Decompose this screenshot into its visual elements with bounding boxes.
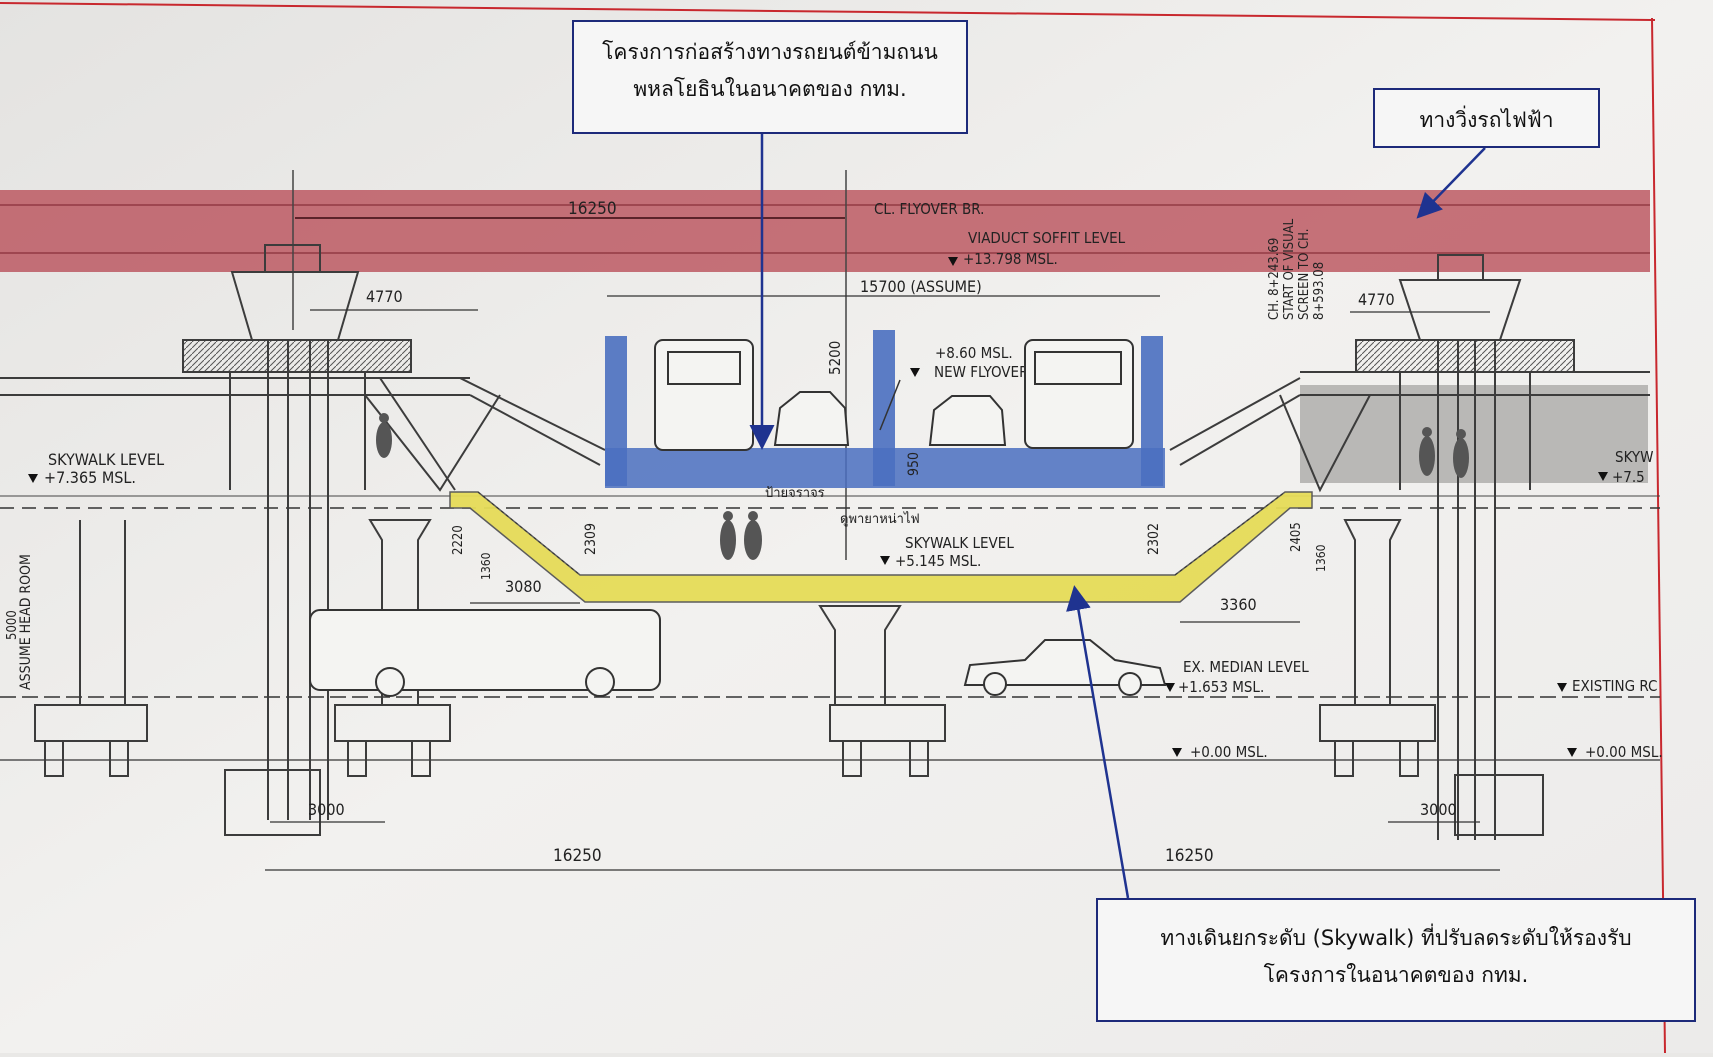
existing-label: EXISTING RC — [1572, 677, 1657, 695]
dim-stair-left-h2: 1360 — [479, 552, 493, 580]
dim-bottom-right: 16250 — [1165, 846, 1214, 866]
skytrain-callout: ทางวิ่งรถไฟฟ้า — [1373, 88, 1600, 148]
viaduct-band — [0, 190, 1650, 272]
right-station — [1169, 254, 1650, 840]
skywalk-stair-left — [477, 491, 581, 576]
flyover-deck — [605, 330, 1165, 488]
median-label: EX. MEDIAN LEVEL — [1183, 658, 1309, 676]
head-room-value: 5000 — [5, 610, 20, 640]
head-room-label: ASSUME HEAD ROOM — [18, 554, 34, 690]
frame-line-top — [0, 2, 1656, 21]
new-flyover-value: +8.60 MSL. — [935, 344, 1013, 362]
skywalk-callout-line1: ทางเดินยกระดับ (Skywalk) ที่ปรับลดระดับใ… — [1160, 926, 1632, 950]
level-marker — [1172, 748, 1182, 757]
msl-zero-left: +0.00 MSL. — [1190, 743, 1268, 761]
dim-clear-right: 2302 — [1146, 523, 1162, 555]
dim-stair-right-h2: 1360 — [1314, 544, 1328, 572]
median-arrow — [879, 379, 901, 431]
dim-overhang-left-text: 4770 — [366, 287, 403, 306]
level-marker — [1567, 748, 1577, 757]
dim-bottom-left: 16250 — [553, 846, 602, 866]
sedan — [963, 639, 1167, 686]
level-marker — [1598, 472, 1608, 481]
skywalk-stair-right — [1174, 491, 1286, 576]
skywalk-mid-value: +5.145 MSL. — [895, 552, 981, 570]
level-marker — [910, 368, 920, 377]
dim-footing-left: 3000 — [308, 800, 345, 819]
left-supports — [34, 519, 451, 777]
dim-ramp-right: 3360 — [1220, 595, 1257, 614]
level-marker — [28, 474, 38, 483]
thai-note-a: ป้ายจราจร — [765, 486, 825, 501]
skywalk-deck — [449, 491, 1313, 603]
dim-top-span: 16250 — [568, 199, 617, 219]
dim-flyover-height: 5200 — [826, 341, 844, 375]
dim-overhang-right-text: 4770 — [1358, 290, 1395, 309]
station-b: START OF VISUAL — [1282, 218, 1297, 320]
station-c: SCREEN TO CH. — [1297, 229, 1312, 320]
skytrain-callout-text: ทางวิ่งรถไฟฟ้า — [1419, 108, 1554, 132]
station-notes: CH. 8+243.69 START OF VISUAL SCREEN TO C… — [1267, 218, 1327, 320]
dim-deck-depth: 950 — [906, 452, 922, 476]
pedestrians — [376, 413, 1469, 560]
station-d: 8+593.08 — [1312, 262, 1327, 320]
bus-right — [1024, 339, 1134, 449]
thai-note-b: ดูพายาหน่าไฟ — [840, 511, 920, 527]
truck-left — [654, 339, 754, 451]
car-left — [773, 391, 850, 446]
car-right — [928, 395, 1007, 446]
middle-pier — [818, 605, 946, 777]
skywalk-right-value: +7.5 — [1612, 468, 1645, 486]
skywalk-callout: ทางเดินยกระดับ (Skywalk) ที่ปรับลดระดับใ… — [1096, 898, 1696, 1022]
dim-stair-left-h: 2220 — [451, 525, 466, 555]
dim-footing-right: 3000 — [1420, 800, 1457, 819]
skywalk-callout-arrow — [1066, 585, 1130, 899]
level-marker — [880, 556, 890, 565]
skywalk-callout-line2: โครงการในอนาคตของ กทม. — [1263, 962, 1529, 987]
dim-flyover-width-text: 15700 (ASSUME) — [860, 277, 982, 296]
flyover-callout: โครงการก่อสร้างทางรถยนต์ข้ามถนน พหลโยธิน… — [572, 20, 968, 134]
skywalk-left-label: SKYWALK LEVEL — [48, 450, 164, 469]
level-marker — [1557, 683, 1567, 692]
left-station — [0, 244, 606, 836]
level-marker — [948, 257, 958, 266]
flyover-callout-line1: โครงการก่อสร้างทางรถยนต์ข้ามถนน — [602, 40, 938, 64]
skywalk-left-value: +7.365 MSL. — [44, 468, 136, 487]
skywalk-right-label: SKYW — [1615, 448, 1653, 466]
skytrain-callout-arrow — [1416, 147, 1486, 219]
vehicles — [309, 339, 1167, 697]
msl-zero-right: +0.00 MSL. — [1585, 743, 1663, 761]
dim-stair-right-h: 2405 — [1289, 522, 1304, 552]
skywalk-mid-label: SKYWALK LEVEL — [905, 534, 1014, 552]
viaduct-soffit-label: VIADUCT SOFFIT LEVEL — [968, 229, 1126, 247]
flyover-callout-line2: พหลโยธินในอนาคตของ กทม. — [633, 76, 907, 101]
dim-clear-left: 2309 — [583, 523, 599, 555]
station-a: CH. 8+243.69 — [1267, 238, 1282, 320]
viaduct-soffit-value: +13.798 MSL. — [963, 250, 1058, 268]
cl-flyover-label: CL. FLYOVER BR. — [874, 200, 984, 218]
level-marker — [1165, 683, 1175, 692]
frame-line-right — [1651, 17, 1666, 1054]
median-value: +1.653 MSL. — [1178, 678, 1264, 696]
dim-ramp-left: 3080 — [505, 577, 542, 596]
